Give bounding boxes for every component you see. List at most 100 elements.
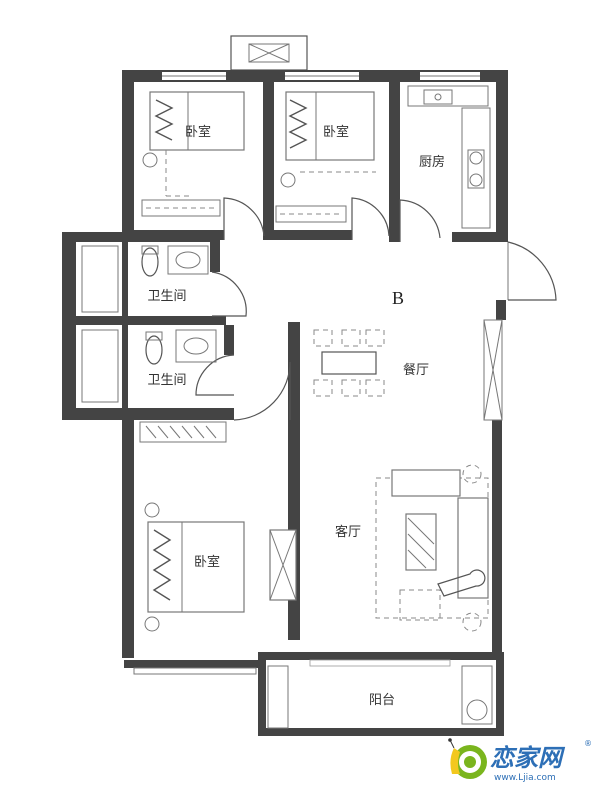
wardrobe [275,205,347,223]
label-bedroom-top-middle: 卧室 [323,124,349,140]
chair [341,379,361,397]
shower-area [81,245,119,313]
chair [365,379,385,397]
pillow-zigzag [288,99,308,149]
wall-balcony-left [258,652,266,736]
wall-bath-top [62,232,212,242]
chair [365,329,385,347]
snail-eye [448,738,452,742]
wall-kitchen-bottom [452,232,508,242]
sofa [457,497,489,599]
window-dining-cross [483,319,503,421]
door-kitchen [399,199,441,242]
guitar [437,569,486,597]
wall-bath-left [62,232,76,420]
counter-top [407,85,489,107]
toilet [141,247,159,277]
window-bed3 [133,667,257,675]
wash-basin [175,329,217,363]
bay-window-cross-b [248,43,290,63]
wall-right-upper [496,300,506,320]
living-furniture [269,464,489,632]
armchair [399,589,441,621]
snail-shell-core [464,756,476,768]
wall-bedrooms-divider [263,82,274,240]
wardrobe [141,199,221,217]
label-balcony: 阳台 [369,693,395,708]
logo-name: 恋家网 [490,744,566,772]
door-bed2 [351,197,390,240]
chair [313,379,333,397]
label-dining: 餐厅 [403,362,429,378]
side-lamp [462,464,482,484]
label-kitchen: 厨房 [419,154,445,170]
wall-balcony-bottom [258,728,504,736]
label-living: 客厅 [335,524,361,540]
wall-right-lower [492,420,502,656]
stove-burner [469,151,483,165]
wall-bed3-left [122,420,134,658]
label-bedroom-top-left: 卧室 [185,124,211,140]
unit-type-label: B [392,288,404,308]
door-bath2 [195,354,235,396]
bed [149,91,245,151]
wall-left-top [122,70,134,240]
label-bathroom-upper: 卫生间 [147,289,186,304]
toilet-tank [141,245,159,255]
coffee-table [405,513,437,571]
wall-bath-inner1 [122,242,128,316]
washing-machine-drum [466,699,488,721]
bathroom-fixtures [81,245,217,403]
logo-registered-mark: ® [584,739,592,748]
nightstand-lamp [142,152,158,168]
counter-side [461,107,491,229]
wardrobe-hangers [145,425,217,439]
door-entrance [507,241,557,301]
logo: 恋家网 ® www.Ljia.com [448,738,592,783]
chair [341,329,361,347]
walls [62,35,509,736]
wall-kitchen-left [389,82,400,242]
logo-url: www.Ljia.com [494,773,556,783]
washing-machine [461,665,493,725]
toilet [145,335,163,365]
chair [313,329,333,347]
wash-basin [167,245,209,275]
dining-table [321,351,377,375]
pillow-zigzag [152,529,172,601]
wall-balcony-right [496,652,504,736]
side-lamp [462,612,482,632]
wall-bath2-right-stub [224,325,234,355]
sink [423,89,453,105]
snail-body-icon [450,748,460,774]
wall-bath-bottom [62,408,234,420]
wall-kitchen-right [496,70,508,242]
balcony-side-window [267,665,289,729]
balcony-fixtures [461,665,493,725]
wardrobe [139,421,227,443]
wall-balcony-top [258,652,504,660]
balcony-sliding-door [309,659,451,667]
doors [195,197,557,421]
door-bed3 [233,361,291,421]
nightstand-lamp [144,616,160,632]
door-bed1 [223,197,265,240]
bay-window-inner [248,43,290,63]
coffee-table-hatch [407,517,435,569]
label-bedroom-bottom: 卧室 [194,554,220,570]
room-labels: 卧室 卧室 厨房 卫生间 卫生间 B 餐厅 客厅 卧室 阳台 [147,124,445,708]
dining-furniture [313,329,385,397]
wall-bath-right-stub [210,232,220,272]
basin-bowl [175,251,201,269]
wall-bath-middle [76,316,226,325]
sideboard-cross [269,529,297,601]
kitchen-fixtures [407,85,491,229]
wall-bath-inner2 [122,325,128,408]
nightstand-lamp [280,172,296,188]
sink-drain [434,93,442,101]
basin-bowl [183,337,209,355]
wall-bed3-bottom [124,660,258,668]
nightstand-lamp [144,502,160,518]
door-bath1 [211,271,247,317]
toilet-tank [145,331,163,341]
